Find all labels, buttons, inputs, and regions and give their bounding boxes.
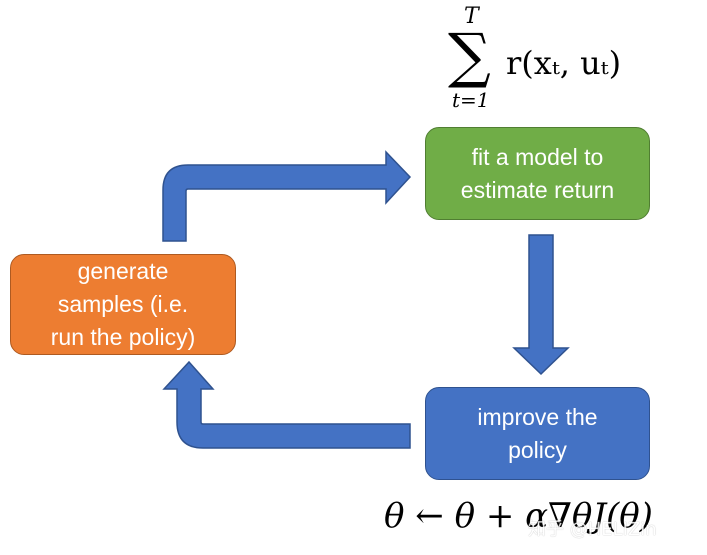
- arrow-fit-to-improve: [512, 234, 570, 376]
- generate-samples-line-2: samples (i.e.: [57, 291, 189, 317]
- generate-samples-box: generate samples (i.e. run the policy): [10, 254, 236, 355]
- watermark-text: 知乎 @HELIZin: [528, 519, 657, 540]
- sum-symbol: ∑: [448, 21, 491, 91]
- sum-expression: r(xₜ, uₜ): [506, 44, 622, 82]
- generate-samples-line-1: generate: [77, 258, 169, 284]
- fit-model-line-1: fit a model to: [471, 143, 604, 170]
- improve-policy-line-2: policy: [508, 436, 567, 463]
- return-sum-formula: T ∑ t=1 r(xₜ, uₜ): [448, 4, 648, 116]
- fit-model-box: fit a model to estimate return: [425, 127, 650, 220]
- sum-upper-limit: T: [464, 4, 479, 29]
- improve-policy-line-1: improve the: [477, 403, 598, 430]
- fit-model-line-2: estimate return: [460, 176, 615, 203]
- improve-policy-box: improve the policy: [425, 387, 650, 480]
- sum-lower-limit: t=1: [452, 88, 490, 112]
- arrow-generate-to-fit: [162, 150, 412, 242]
- generate-samples-line-3: run the policy): [50, 324, 196, 350]
- arrow-improve-to-generate: [162, 360, 411, 449]
- policy-update-rule: θ ← θ + α∇θJ(θ): [384, 496, 653, 536]
